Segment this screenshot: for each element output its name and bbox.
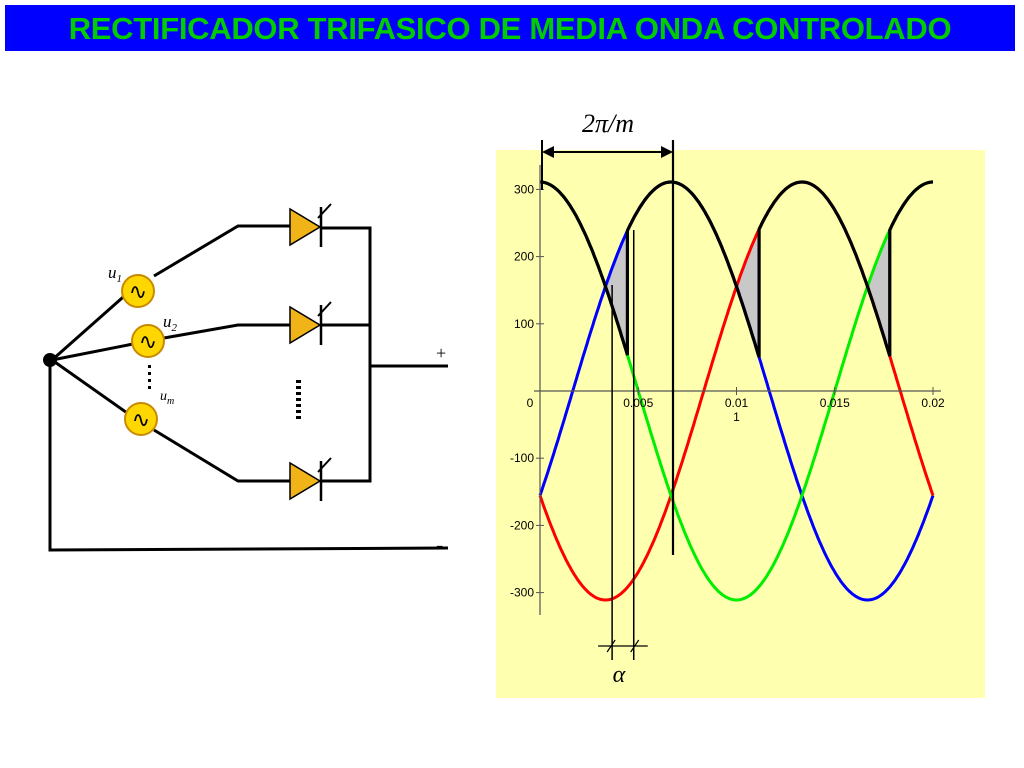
wire-branch3: [153, 428, 290, 483]
output-plus-label: +: [436, 343, 446, 363]
wire-neutral-return: [48, 360, 449, 552]
y-tick-label: 100: [514, 317, 534, 331]
period-arrow-right-head: [661, 146, 673, 158]
chart-axes: [534, 165, 941, 615]
wire-source1: [51, 289, 131, 362]
wire-cathode-bus: [320, 226, 372, 483]
source-label-u2: u2: [163, 312, 178, 334]
x-tick-label: 0.015: [820, 396, 850, 410]
alpha-tick-left: [606, 639, 616, 653]
y-tick-label: -200: [510, 518, 534, 532]
period-label: 2π/m: [582, 109, 634, 138]
y-tick-label: 300: [514, 182, 534, 196]
sine-wave-icon: ∿: [129, 279, 147, 304]
source-label-u1: u1: [108, 263, 122, 285]
source-m-circle: [124, 402, 158, 436]
ac-source-1: ∿: [121, 274, 155, 308]
wire-branch1: [153, 224, 290, 278]
ac-source-m: ∿: [124, 402, 158, 436]
x-tick-label: 0.01: [725, 396, 749, 410]
wire-source2: [51, 341, 139, 362]
thyristor-continuation-dots: [296, 380, 301, 419]
y-tick-label: -300: [510, 586, 534, 600]
sine-wave-icon: ∿: [139, 329, 157, 354]
y-tick-label: 200: [514, 250, 534, 264]
source-1-circle: [121, 274, 155, 308]
alpha-tick-right: [630, 639, 640, 653]
slide-title: RECTIFICADOR TRIFASICO DE MEDIA ONDA CON…: [68, 11, 952, 46]
thyristor-m: [289, 457, 332, 501]
x-subscript-label: 1: [733, 410, 740, 424]
wire-source3: [51, 358, 131, 417]
circuit-wiring: [48, 224, 449, 552]
thyristor-2: [289, 301, 332, 345]
chart-background: [496, 150, 985, 698]
x-tick-label: 0: [527, 396, 534, 410]
y-tick-label: -100: [510, 451, 534, 465]
thyristor-1: [289, 203, 332, 247]
chart-annotations: 2π/m α: [541, 109, 675, 688]
circuit-diagram: ∿ ∿ ∿ u1 u2 um: [43, 203, 449, 558]
wire-branch2: [163, 323, 290, 340]
period-arrow-left-head: [542, 146, 554, 158]
y-tick-labels: 300 200 100 -100 -200 -300: [510, 182, 534, 599]
source-2-circle: [131, 324, 165, 358]
ac-source-2: ∿: [131, 324, 165, 358]
neutral-node: [43, 353, 57, 367]
alpha-label: α: [613, 662, 626, 688]
output-minus-label: -: [436, 533, 443, 558]
x-tick-label: 0.005: [623, 396, 653, 410]
output-voltage-line: [540, 180, 933, 358]
x-tick-label: 0.02: [921, 396, 945, 410]
title-bar: RECTIFICADOR TRIFASICO DE MEDIA ONDA CON…: [5, 5, 1015, 51]
output-voltage-waveform: [540, 180, 933, 358]
x-tick-labels: 0 0.005 0.01 0.015 0.02 1: [527, 396, 945, 424]
source-continuation-dots: [148, 365, 151, 389]
source-label-um: um: [160, 389, 174, 407]
sine-wave-icon: ∿: [132, 407, 150, 432]
